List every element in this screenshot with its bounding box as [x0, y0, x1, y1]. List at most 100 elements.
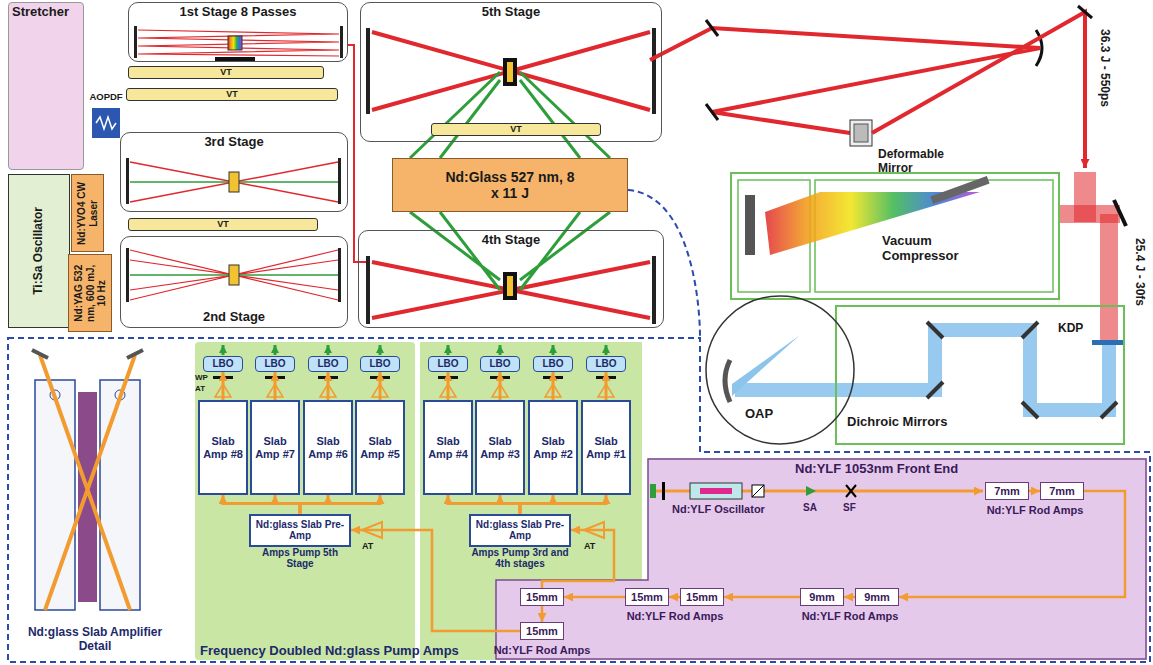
node-text: 9mm: [809, 591, 835, 604]
amplifier-beams: [366, 28, 370, 114]
crystal-box: LBO: [533, 356, 573, 372]
node-text: Nd:Glass 527 nm, 8 x 11 J: [440, 169, 580, 201]
pump-output-optics: [213, 345, 616, 397]
rod-amp-box: 7mm: [985, 482, 1029, 500]
pump-beam-connector: [447, 372, 450, 400]
amplifier-beams: [138, 30, 339, 56]
slab-amp-box: Slab Amp #2: [528, 400, 578, 495]
pump-output-optics: [274, 345, 277, 355]
part-label: SA: [803, 502, 817, 514]
group-label: Nd:YLF Rod Amps: [987, 504, 1084, 517]
pump-beam-connector: [605, 372, 608, 400]
node-text: Nd:YAG 532 nm, 600 mJ, 10 Hz: [73, 258, 108, 328]
node-text: Nd:glass Slab Pre-Amp: [254, 519, 346, 542]
focus-circle: OAP: [705, 295, 855, 445]
part-label: Deformable Mirror: [878, 148, 958, 176]
node-text: 9mm: [864, 591, 890, 604]
harmonic-optics: [725, 360, 730, 402]
node-text: 15mm: [686, 591, 718, 604]
pump-beam-connector: [724, 596, 800, 599]
pump-beam-connector: [844, 596, 855, 599]
amplifier-beams: [652, 28, 656, 114]
node-text: VT: [226, 90, 238, 99]
pump-beam-connector: [223, 495, 300, 514]
pump-output-optics: [552, 345, 555, 355]
laser-box: Nd:YAG 532 nm, 600 mJ, 10 Hz: [68, 254, 113, 332]
pump-beam-connector: [899, 491, 1125, 597]
stretcher-box: Stretcher: [8, 2, 84, 170]
rod-amp-box: 15mm: [520, 588, 564, 606]
pump-beam-connector: [274, 372, 277, 400]
stretcher-optics: [96, 117, 116, 129]
modulator-box: AOPDF: [86, 92, 126, 142]
pump-beam-connector: [542, 530, 614, 588]
laser-box: Nd:YVO4 CW Laser: [71, 174, 104, 252]
slab-amp-box: Slab Amp #1: [581, 400, 631, 495]
amplifier-beams: [338, 158, 341, 204]
front-end-optics: [752, 485, 764, 497]
stage-box: 4th Stage: [358, 230, 664, 328]
region-frame: [195, 342, 415, 660]
stage-box: 3rd Stage: [120, 132, 348, 212]
node-text: Nd:glass Slab Pre-Amp: [474, 519, 566, 542]
oscillator-box: Ti:Sa Oscillator: [8, 174, 70, 328]
pump-beam-connector: [520, 495, 606, 514]
front-end-optics: [806, 486, 816, 496]
pump-beam-connector: [552, 372, 555, 400]
pump-beam-connector: [564, 596, 625, 599]
vacuum-tube: VT: [126, 88, 338, 101]
node-text: OAP: [745, 407, 773, 422]
rod-amp-box: 15mm: [680, 588, 724, 606]
amplifier-beams: [340, 26, 343, 58]
rod-amp-box: 15mm: [625, 588, 669, 606]
node-text: 2nd Stage: [203, 310, 265, 325]
slab-amplifier-illustration: [32, 350, 143, 610]
pump-output-optics: [222, 345, 225, 355]
node-text: LBO: [212, 358, 233, 370]
compressor-optics: [930, 176, 989, 204]
amplifier-beams: [229, 172, 239, 192]
node-text: 3rd Stage: [204, 135, 263, 150]
pump-laser-box: Nd:Glass 527 nm, 8 x 11 J: [392, 158, 628, 212]
compressor-optics: [765, 192, 980, 255]
amplifier-beams: [872, 12, 1085, 168]
node-text: VT: [510, 125, 522, 134]
vacuum-tube: VT: [431, 123, 601, 136]
part-label: Nd:YLF Oscillator: [672, 503, 765, 516]
harmonic-optics: [706, 296, 854, 444]
amplifier-beams: [507, 62, 513, 82]
slab-amp-box: Slab Amp #3: [475, 400, 525, 495]
node-text: LBO: [317, 358, 338, 370]
amplifier-beams: [229, 265, 239, 285]
rod-amp-box: 9mm: [855, 588, 899, 606]
vacuum-tube: VT: [128, 218, 318, 231]
slab-amp-box: Slab Amp #5: [355, 400, 405, 495]
amplifier-beams: [126, 6, 1092, 324]
amplifier-beams: [134, 26, 137, 58]
part-label: AT: [584, 541, 595, 551]
node-caption: Amps Pump 3rd and 4th stages: [471, 547, 569, 570]
group-label: Nd:YLF Rod Amps: [627, 610, 724, 623]
pump-beam-connector: [222, 372, 225, 400]
node-text: Slab Amp #4: [426, 435, 470, 460]
node-text: LBO: [489, 358, 510, 370]
amplifier-beams: [652, 256, 656, 324]
node-text: Ti:Sa Oscillator: [32, 178, 46, 324]
node-text: LBO: [369, 358, 390, 370]
node-outline: [706, 296, 854, 444]
compressor-box: Vacuum Compressor: [730, 172, 1060, 300]
front-end-optics: [752, 485, 764, 497]
part-label: WP: [195, 373, 208, 382]
node-text: Slab Amp #5: [358, 435, 402, 460]
front-end-optics: [690, 483, 742, 499]
slab-amp-box: Slab Amp #4: [423, 400, 473, 495]
node-text: 15mm: [631, 591, 663, 604]
energy-label: 25.4 J - 30fs: [1132, 238, 1146, 306]
region-frame: [8, 190, 1150, 662]
compressor-optics: [745, 195, 755, 255]
amplifier-beams: [503, 58, 517, 86]
preamp-box: Nd:glass Slab Pre-AmpAmps Pump 3rd and 4…: [469, 514, 571, 547]
group-label: Frequency Doubled Nd:glass Pump Amps: [200, 644, 459, 659]
